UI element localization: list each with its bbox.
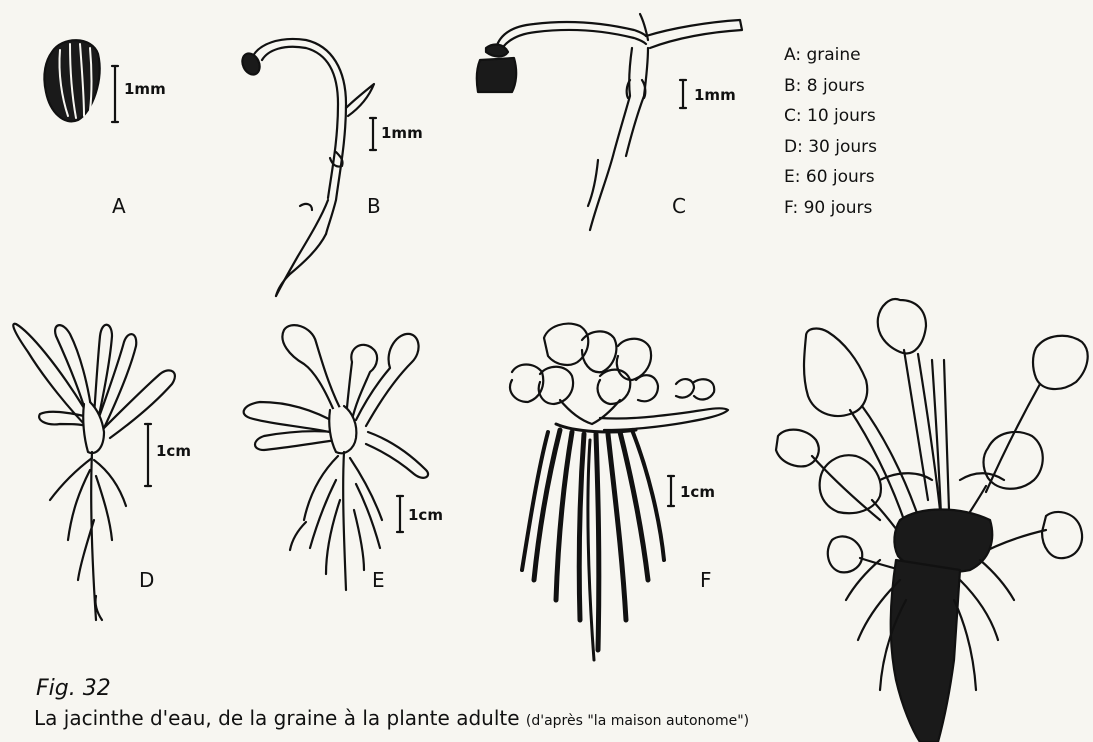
scale-label-f: 1cm xyxy=(680,483,715,501)
seedling-drawing-c xyxy=(477,14,742,230)
scale-bar-f xyxy=(668,476,674,506)
figure-caption: La jacinthe d'eau, de la graine à la pla… xyxy=(34,706,749,730)
figure-number: Fig. 32 xyxy=(36,676,111,701)
caption-text: La jacinthe d'eau, de la graine à la pla… xyxy=(34,706,520,730)
legend-item-c: C: 10 jours xyxy=(784,101,877,132)
legend-item-b: B: 8 jours xyxy=(784,71,877,102)
legend-item-d: D: 30 jours xyxy=(784,132,877,163)
seedling-drawing-b xyxy=(239,39,374,296)
scale-bar-b xyxy=(370,118,376,150)
seed-drawing-a xyxy=(44,40,99,121)
scale-label-a: 1mm xyxy=(124,80,166,98)
plant-drawing-e xyxy=(244,325,428,590)
scale-bar-e xyxy=(397,496,403,532)
stage-label-f: F xyxy=(700,568,712,592)
scale-label-d: 1cm xyxy=(156,442,191,460)
caption-source: (d'après "la maison autonome") xyxy=(526,713,749,729)
scale-label-e: 1cm xyxy=(408,506,443,524)
stage-label-d: D xyxy=(139,568,154,592)
stage-label-a: A xyxy=(112,194,126,218)
legend-item-e: E: 60 jours xyxy=(784,162,877,193)
scale-bar-c xyxy=(680,80,686,108)
scale-label-c: 1mm xyxy=(694,86,736,104)
stage-legend: A: graine B: 8 jours C: 10 jours D: 30 j… xyxy=(784,40,877,223)
stage-label-e: E xyxy=(372,568,385,592)
legend-item-a: A: graine xyxy=(784,40,877,71)
stage-label-c: C xyxy=(672,194,686,218)
stage-label-b: B xyxy=(367,194,381,218)
scale-bar-a xyxy=(112,66,118,122)
scale-bar-d xyxy=(145,424,151,486)
legend-item-f: F: 90 jours xyxy=(784,193,877,224)
scale-label-b: 1mm xyxy=(381,124,423,142)
adult-plant-drawing xyxy=(776,299,1088,742)
